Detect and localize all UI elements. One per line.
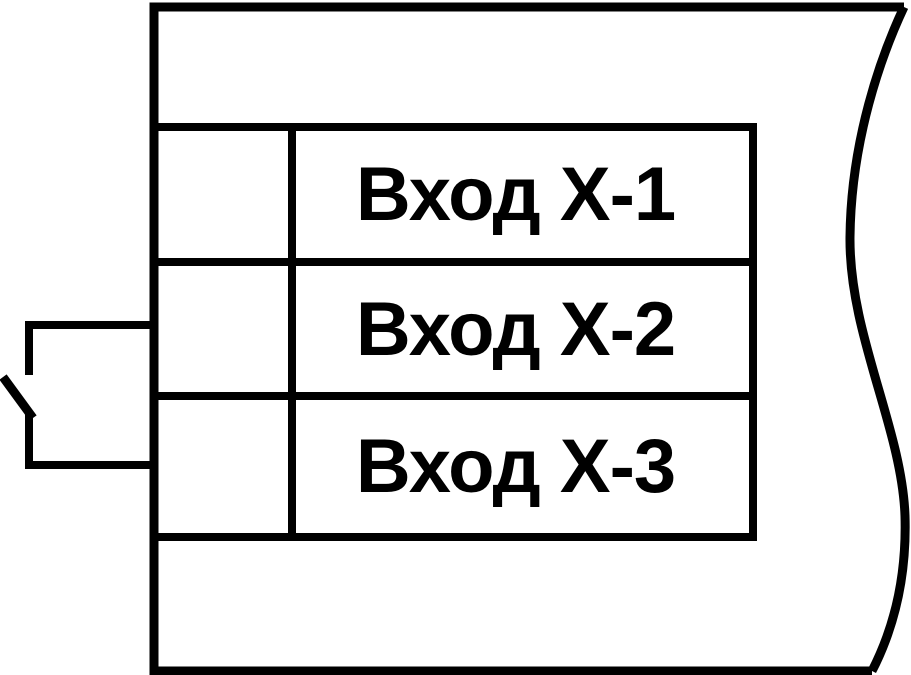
switch-wire-bottom	[25, 414, 158, 469]
device-break-line	[845, 5, 910, 674]
terminal-block-grid	[150, 123, 757, 541]
switch-blade	[0, 374, 37, 421]
switch-wire-top	[25, 321, 158, 375]
switch-symbol	[0, 321, 158, 469]
input-label-x1: Вход Х-1	[355, 152, 676, 237]
device-outline	[149, 2, 904, 675]
input-label-x3: Вход Х-3	[355, 424, 676, 509]
input-label-x2: Вход Х-2	[355, 286, 676, 372]
